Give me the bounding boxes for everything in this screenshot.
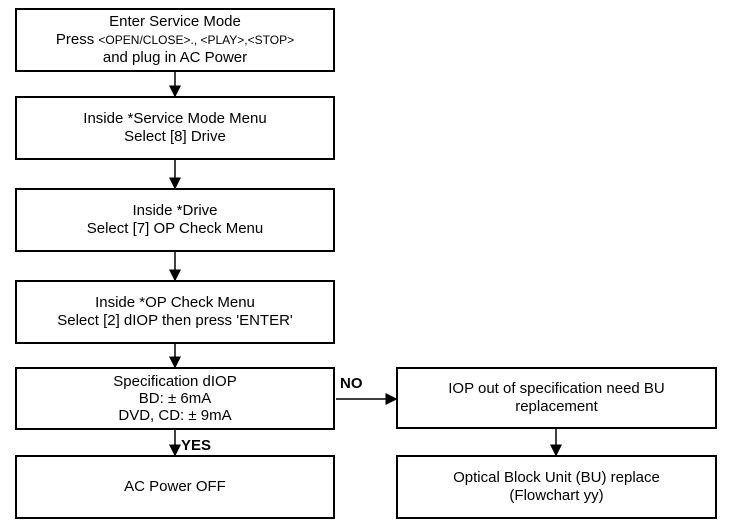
bu-replace-line1: Optical Block Unit (BU) replace	[453, 469, 660, 486]
op-check-title: Inside *OP Check Menu	[95, 294, 255, 311]
enter-service-title: Enter Service Mode	[109, 13, 241, 30]
spec-title: Specification dIOP	[113, 373, 237, 390]
ac-power-off-box: AC Power OFF	[15, 455, 335, 519]
ac-power-off-text: AC Power OFF	[124, 478, 226, 495]
op-check-menu-box: Inside *OP Check Menu Select [2] dIOP th…	[15, 280, 335, 344]
press-label: Press	[55, 31, 99, 48]
drive-title: Inside *Drive	[132, 202, 218, 219]
enter-service-mode-box: Enter Service Mode Press <OPEN/CLOSE>., …	[15, 8, 335, 72]
spec-dvd-cd: DVD, CD: ± 9mA	[118, 407, 232, 424]
no-label: NO	[340, 375, 363, 392]
plug-in-ac-text: and plug in AC Power	[102, 49, 248, 66]
op-check-instruction: Select [2] dIOP then press 'ENTER'	[57, 312, 293, 329]
drive-menu-box: Inside *Drive Select [7] OP Check Menu	[15, 188, 335, 252]
yes-label: YES	[181, 437, 212, 454]
iop-out-line2: replacement	[515, 398, 598, 415]
spec-bd: BD: ± 6mA	[138, 390, 212, 407]
specification-decision-box: Specification dIOP BD: ± 6mA DVD, CD: ± …	[15, 367, 335, 430]
iop-out-line1: IOP out of specification need BU	[448, 380, 665, 397]
bu-replace-box: Optical Block Unit (BU) replace (Flowcha…	[396, 455, 717, 519]
service-mode-menu-box: Inside *Service Mode Menu Select [8] Dri…	[15, 96, 335, 160]
bu-replace-line2: (Flowchart yy)	[509, 487, 604, 504]
service-menu-instruction: Select [8] Drive	[124, 128, 226, 145]
service-menu-title: Inside *Service Mode Menu	[83, 110, 267, 127]
key-sequence: <OPEN/CLOSE>., <PLAY>,<STOP>	[98, 33, 295, 47]
iop-out-of-spec-box: IOP out of specification need BU replace…	[396, 367, 717, 429]
drive-instruction: Select [7] OP Check Menu	[86, 220, 264, 237]
